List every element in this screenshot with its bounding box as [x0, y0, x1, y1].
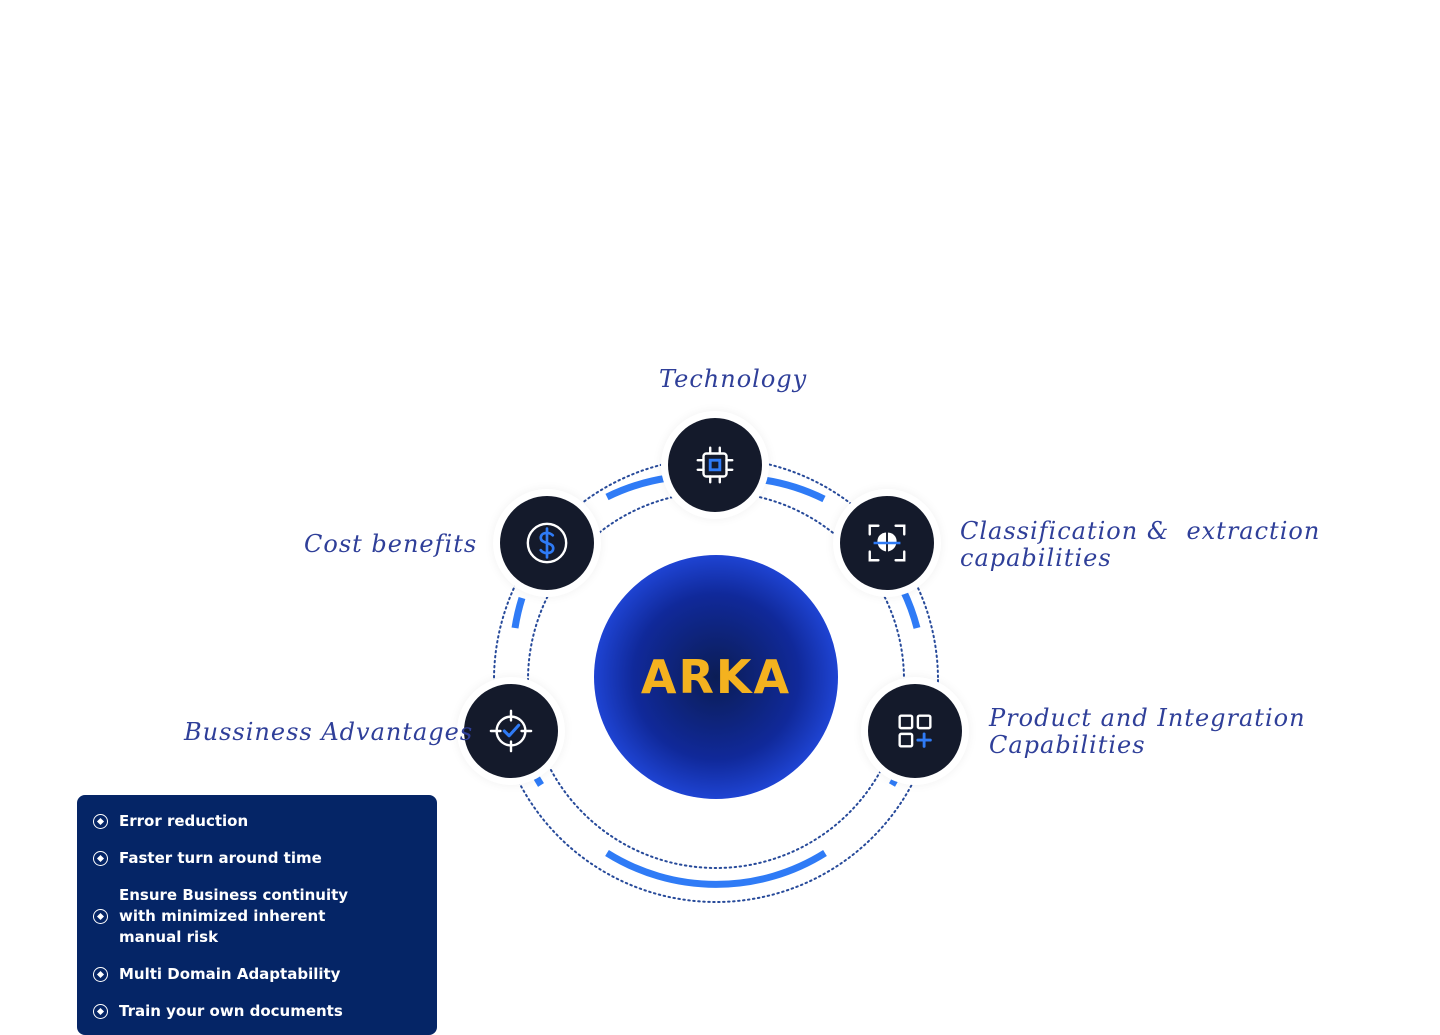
technology-label: Technology — [659, 365, 808, 393]
scan-brain-icon — [868, 524, 906, 562]
list-item: Faster turn around time — [93, 848, 437, 869]
diamond-bullet-icon — [93, 814, 108, 829]
technology-node[interactable] — [661, 411, 769, 519]
list-item: Multi Domain Adaptability — [93, 964, 437, 985]
product-label: Product and Integration Capabilities — [989, 705, 1306, 759]
arc-bottom — [605, 850, 827, 888]
business-advantages-node[interactable] — [457, 677, 565, 785]
arc-right — [899, 588, 921, 629]
advantages-list: Error reduction Faster turn around time … — [77, 795, 437, 1022]
advantages-panel: Error reduction Faster turn around time … — [77, 795, 437, 1035]
dollar-icon — [526, 522, 568, 564]
list-item: Ensure Business continuity with minimize… — [93, 885, 437, 948]
list-item: Error reduction — [93, 811, 437, 832]
diamond-bullet-icon — [93, 967, 108, 982]
arc-top-right — [763, 476, 826, 503]
diamond-bullet-icon — [93, 909, 108, 924]
arc-left — [511, 596, 526, 629]
classification-label-line2: capabilities — [960, 544, 1112, 572]
chip-icon — [696, 446, 734, 484]
arka-logo: ARKA — [640, 650, 792, 704]
cost-benefits-label: Cost benefits — [304, 530, 478, 558]
diamond-bullet-icon — [93, 1004, 108, 1019]
classification-node[interactable] — [833, 489, 941, 597]
apps-add-icon — [898, 714, 932, 748]
product-label-line1: Product and Integration — [989, 704, 1306, 732]
arc-top-left — [605, 474, 669, 501]
target-check-icon — [489, 709, 533, 753]
business-advantages-label: Bussiness Advantages — [184, 718, 474, 746]
product-node[interactable] — [861, 677, 969, 785]
classification-label: Classification & extraction capabilities — [960, 518, 1320, 572]
list-item: Train your own documents — [93, 1001, 437, 1022]
diamond-bullet-icon — [93, 851, 108, 866]
arka-center-hub: ARKA — [594, 555, 838, 799]
cost-benefits-node[interactable] — [493, 489, 601, 597]
classification-label-line1: Classification & extraction — [960, 517, 1321, 545]
product-label-line2: Capabilities — [989, 731, 1146, 759]
